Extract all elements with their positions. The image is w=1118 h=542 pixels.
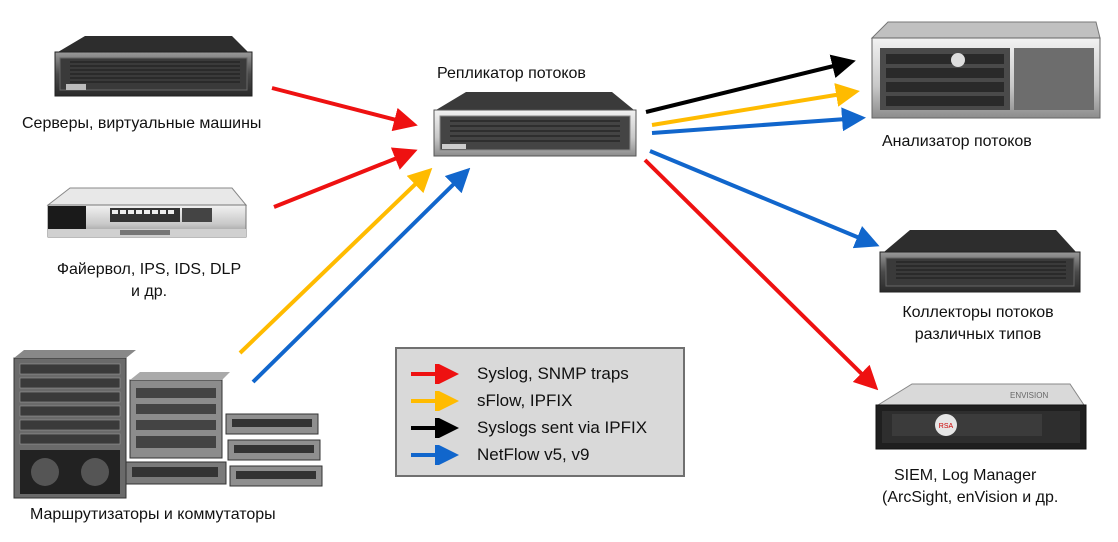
analyzer-label: Анализатор потоков — [882, 133, 1032, 150]
routers-switches-device — [13, 350, 323, 499]
collectors-label-line2: различных типов — [914, 326, 1042, 343]
legend-red-arrow-icon — [411, 364, 459, 384]
arrow-red-servers — [271, 86, 418, 132]
siem-logo-text: RSA — [939, 423, 954, 430]
arrow-red-siem — [643, 158, 879, 391]
analyzer-device — [870, 21, 1101, 119]
legend-yellow-arrow-icon — [411, 391, 459, 411]
server-device — [54, 36, 253, 97]
replicator-label: Репликатор потоков — [437, 65, 586, 82]
collectors-label-line1: Коллекторы потоков — [902, 304, 1054, 321]
firewall-label: Файервол, IPS, IDS, DLP и др. — [34, 259, 264, 303]
firewall-label-line2: и др. — [130, 283, 168, 300]
legend-label: NetFlow v5, v9 — [477, 445, 590, 464]
firewall-label-line1: Файервол, IPS, IDS, DLP — [56, 261, 242, 278]
arrow-yellow-routers — [238, 167, 433, 355]
siem-label: SIEM, Log Manager (ArcSight, enVision и … — [882, 465, 1058, 509]
arrow-red-firewall — [273, 147, 418, 209]
legend-blue-arrow-icon — [411, 445, 459, 465]
arrow-blue-routers — [251, 167, 471, 384]
servers-label: Серверы, виртуальные машины — [22, 115, 262, 132]
arrow-blue-collectors — [649, 149, 880, 249]
siem-label-line2: (ArcSight, enVision и др. — [882, 489, 1059, 506]
collectors-device — [879, 230, 1081, 293]
siem-brand-text: ENVISION — [1010, 391, 1048, 400]
legend-label: Syslogs sent via IPFIX — [477, 418, 648, 437]
siem-device: RSA ENVISION — [875, 383, 1087, 450]
legend-label: sFlow, IPFIX — [477, 391, 573, 410]
routers-label: Маршрутизаторы и коммутаторы — [30, 506, 276, 523]
collectors-label: Коллекторы потоков различных типов — [868, 302, 1088, 346]
siem-label-line1: SIEM, Log Manager — [894, 467, 1037, 484]
arrow-black-analyzer — [645, 54, 856, 114]
legend-box: Syslog, SNMP traps sFlow, IPFIX Syslogs … — [395, 347, 685, 477]
replicator-device — [433, 92, 637, 157]
arrow-yellow-analyzer — [651, 83, 860, 127]
arrow-blue-analyzer — [651, 107, 866, 135]
legend-black-arrow-icon — [411, 418, 459, 438]
legend-label: Syslog, SNMP traps — [477, 364, 629, 383]
firewall-device — [46, 187, 248, 238]
